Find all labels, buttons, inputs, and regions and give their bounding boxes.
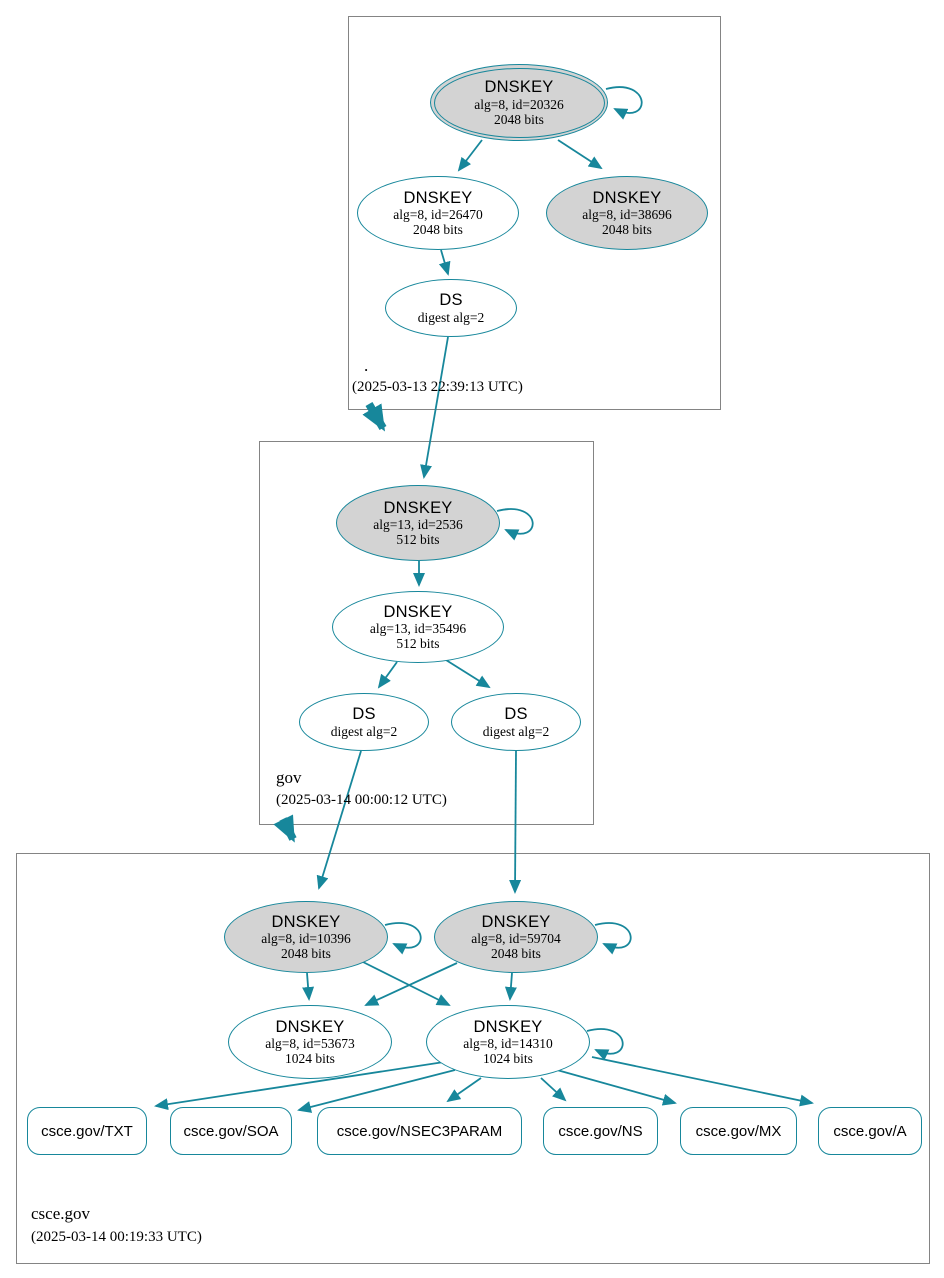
node-digest-alg: digest alg=2 [417,309,485,325]
dnskey-node-csce-zsk-14310: DNSKEY alg=8, id=14310 1024 bits [426,1005,590,1079]
node-alg-id: alg=13, id=35496 [369,621,467,637]
dnskey-node-root-ksk-20326: DNSKEY alg=8, id=20326 2048 bits [430,64,608,141]
node-alg-id: alg=8, id=10396 [261,931,351,947]
node-type: DNSKEY [484,78,554,97]
dnskey-node-csce-zsk-53673: DNSKEY alg=8, id=53673 1024 bits [228,1005,392,1079]
dnskey-node-root-ksk-38696: DNSKEY alg=8, id=38696 2048 bits [546,176,708,250]
node-bits: 2048 bits [491,946,541,962]
ds-node-gov-1: DS digest alg=2 [299,693,429,751]
node-bits: 1024 bits [285,1051,335,1067]
node-type: DNSKEY [403,188,473,207]
dnskey-node-root-zsk-26470: DNSKEY alg=8, id=26470 2048 bits [357,176,519,250]
zone-name-csce-gov: csce.gov [31,1204,91,1223]
rrset-node-nsec3param: csce.gov/NSEC3PARAM [317,1107,522,1155]
node-type: DNSKEY [592,188,662,207]
node-alg-id: alg=8, id=26470 [393,207,483,223]
node-bits: 2048 bits [413,222,463,238]
node-bits: 512 bits [396,636,440,652]
zone-timestamp-csce-gov: (2025-03-14 00:19:33 UTC) [31,1229,202,1245]
node-alg-id: alg=8, id=59704 [471,931,561,947]
node-type: DNSKEY [481,912,551,931]
dnskey-node-gov-ksk-2536: DNSKEY alg=13, id=2536 512 bits [336,485,500,561]
node-bits: 2048 bits [602,222,652,238]
node-type: DNSKEY [275,1017,345,1036]
node-type: DNSKEY [383,498,453,517]
node-type: DS [504,705,528,724]
ds-node-root: DS digest alg=2 [385,279,517,337]
ds-node-gov-2: DS digest alg=2 [451,693,581,751]
node-type: DNSKEY [271,912,341,931]
node-bits: 2048 bits [494,111,544,127]
rrset-node-soa: csce.gov/SOA [170,1107,292,1155]
node-bits: 2048 bits [281,946,331,962]
node-type: DNSKEY [383,602,453,621]
node-alg-id: alg=8, id=20326 [474,96,564,112]
node-bits: 1024 bits [483,1051,533,1067]
zone-box-csce-gov [16,853,930,1264]
node-alg-id: alg=8, id=14310 [463,1036,553,1052]
node-type: DS [352,705,376,724]
zone-box-root [348,16,721,410]
rrset-node-txt: csce.gov/TXT [27,1107,147,1155]
zone-timestamp-gov: (2025-03-14 00:00:12 UTC) [276,792,447,808]
rrset-node-a: csce.gov/A [818,1107,922,1155]
node-type: DS [439,291,463,310]
node-alg-id: alg=8, id=53673 [265,1036,355,1052]
rrset-node-ns: csce.gov/NS [543,1107,658,1155]
zone-name-gov: gov [276,768,302,787]
node-bits: 512 bits [396,532,440,548]
node-digest-alg: digest alg=2 [330,723,398,739]
zone-timestamp-root: (2025-03-13 22:39:13 UTC) [352,379,523,395]
node-alg-id: alg=13, id=2536 [373,517,463,533]
node-type: DNSKEY [473,1017,543,1036]
dnskey-node-csce-ksk-10396: DNSKEY alg=8, id=10396 2048 bits [224,901,388,973]
dnskey-node-csce-ksk-59704: DNSKEY alg=8, id=59704 2048 bits [434,901,598,973]
dnskey-node-gov-zsk-35496: DNSKEY alg=13, id=35496 512 bits [332,591,504,663]
node-digest-alg: digest alg=2 [482,723,550,739]
rrset-node-mx: csce.gov/MX [680,1107,797,1155]
node-alg-id: alg=8, id=38696 [582,207,672,223]
zone-name-root: . [364,356,369,375]
